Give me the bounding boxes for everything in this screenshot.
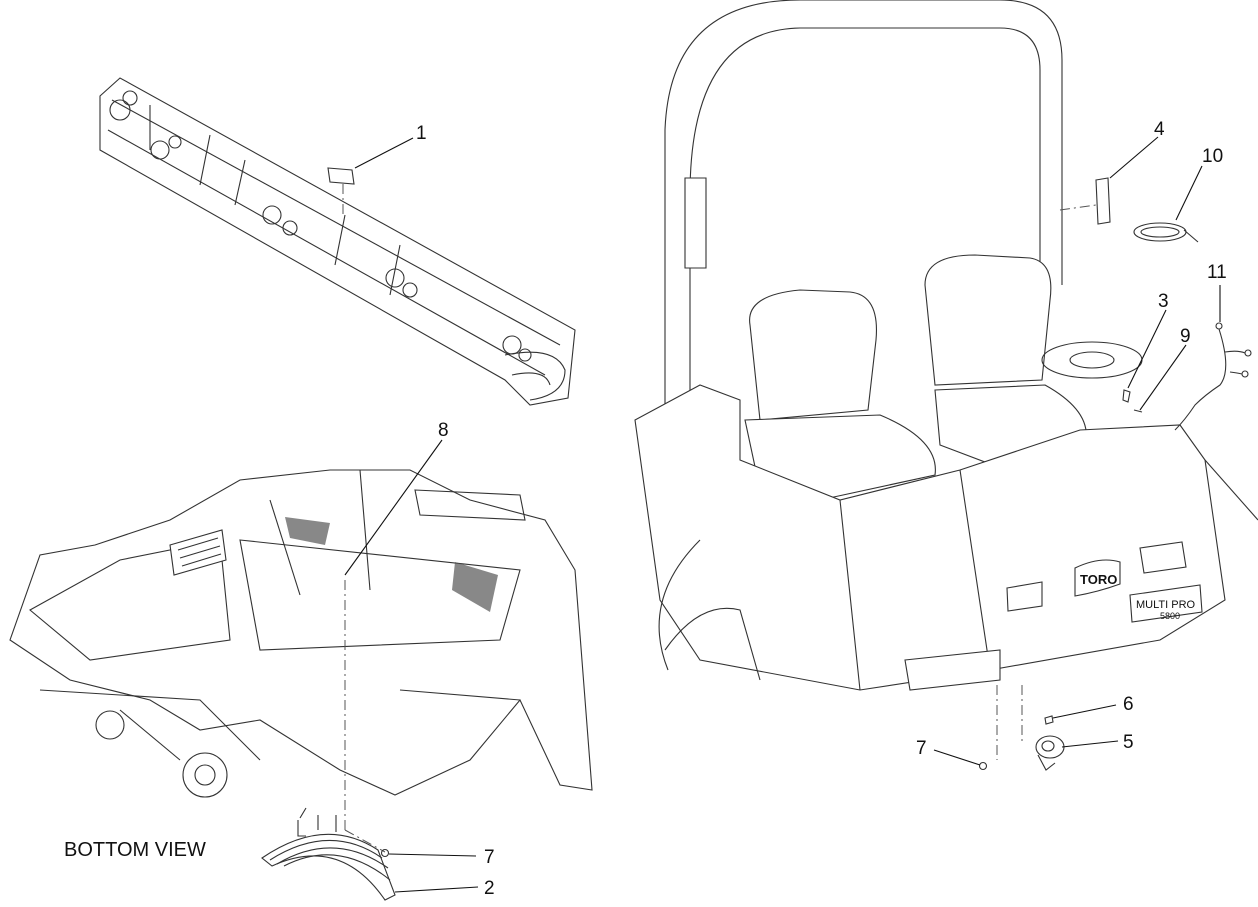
decal-1-shape — [327, 167, 355, 185]
model-number-badge: 5800 — [1160, 611, 1180, 621]
callout-10: 10 — [1202, 146, 1223, 167]
wire-harness-part-11 — [1174, 322, 1252, 431]
callout-1: 1 — [416, 123, 427, 144]
switch-part-9 — [1133, 409, 1143, 413]
leader-7-right — [933, 749, 981, 766]
callout-3: 3 — [1158, 291, 1169, 312]
model-badge: MULTI PRO — [1136, 599, 1196, 611]
bolt-part-6 — [1044, 715, 1054, 725]
heat-shield-part-2 — [261, 807, 396, 901]
callout-5: 5 — [1123, 732, 1134, 753]
callout-11: 11 — [1207, 262, 1227, 283]
decal-part-4 — [1095, 177, 1111, 225]
brand-badge: TORO — [1080, 572, 1117, 587]
nut-part-7-right — [978, 761, 988, 771]
vehicle-underside — [9, 469, 593, 853]
leader-3 — [1127, 309, 1167, 389]
horn-part-5 — [1035, 735, 1065, 771]
leader-1 — [354, 137, 414, 169]
leader-5 — [1061, 740, 1119, 748]
leader-10 — [1175, 165, 1203, 221]
leader-2 — [394, 886, 479, 893]
spray-boom-assembly — [99, 77, 576, 406]
bottom-view-caption: BOTTOM VIEW — [64, 839, 206, 861]
callout-2: 2 — [484, 878, 495, 899]
callout-9: 9 — [1180, 326, 1191, 347]
cable-tie-part-10 — [1133, 222, 1199, 243]
nut-part-7-bottom — [380, 848, 390, 858]
leader-8 — [344, 439, 443, 576]
callout-4: 4 — [1154, 119, 1165, 140]
leader-6 — [1052, 704, 1117, 719]
callout-7-bottom: 7 — [484, 847, 495, 868]
callout-8: 8 — [438, 420, 449, 441]
callout-7-right: 7 — [916, 738, 927, 759]
leader-9 — [1139, 344, 1187, 411]
callout-6: 6 — [1123, 694, 1134, 715]
leader-4 — [1109, 136, 1159, 179]
vehicle-rear: TORO MULTI PRO 5800 — [634, 0, 1258, 760]
leader-7-bottom — [388, 853, 477, 857]
switch-part-3 — [1122, 389, 1131, 403]
